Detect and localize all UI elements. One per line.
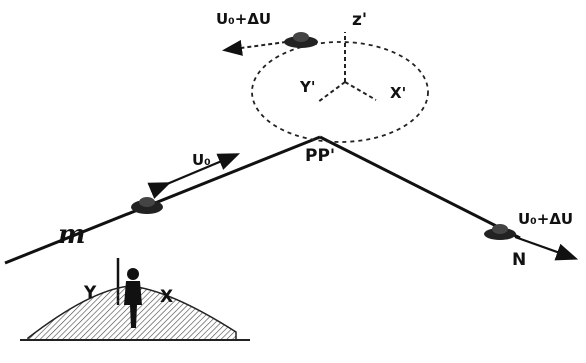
z-prime-label: z' <box>352 10 368 30</box>
m-label: m <box>58 220 86 250</box>
u0-arrow <box>147 153 241 199</box>
u0-label: U₀ <box>192 151 211 169</box>
line-n <box>319 135 521 240</box>
y-prime-axis <box>317 81 346 103</box>
ufo-right-icon <box>484 224 516 240</box>
x-label: X <box>160 287 174 307</box>
ufo-left-icon <box>131 197 163 214</box>
x-prime-axis <box>344 81 377 101</box>
observer-icon <box>124 268 142 328</box>
y-label: Y <box>84 283 97 303</box>
ufo-top-icon <box>284 32 318 48</box>
right-velocity-label: U₀+ΔU <box>518 210 574 228</box>
top-velocity-arrow <box>222 39 287 56</box>
n-label: N <box>512 250 527 270</box>
x-prime-label: X' <box>390 84 407 102</box>
line-m <box>4 135 321 265</box>
top-velocity-label: U₀+ΔU <box>216 10 272 28</box>
y-prime-label: Y' <box>300 78 316 96</box>
right-velocity-arrow <box>514 235 579 261</box>
dashed-orbit <box>251 41 429 143</box>
pp-prime-label: PP' <box>305 146 336 166</box>
